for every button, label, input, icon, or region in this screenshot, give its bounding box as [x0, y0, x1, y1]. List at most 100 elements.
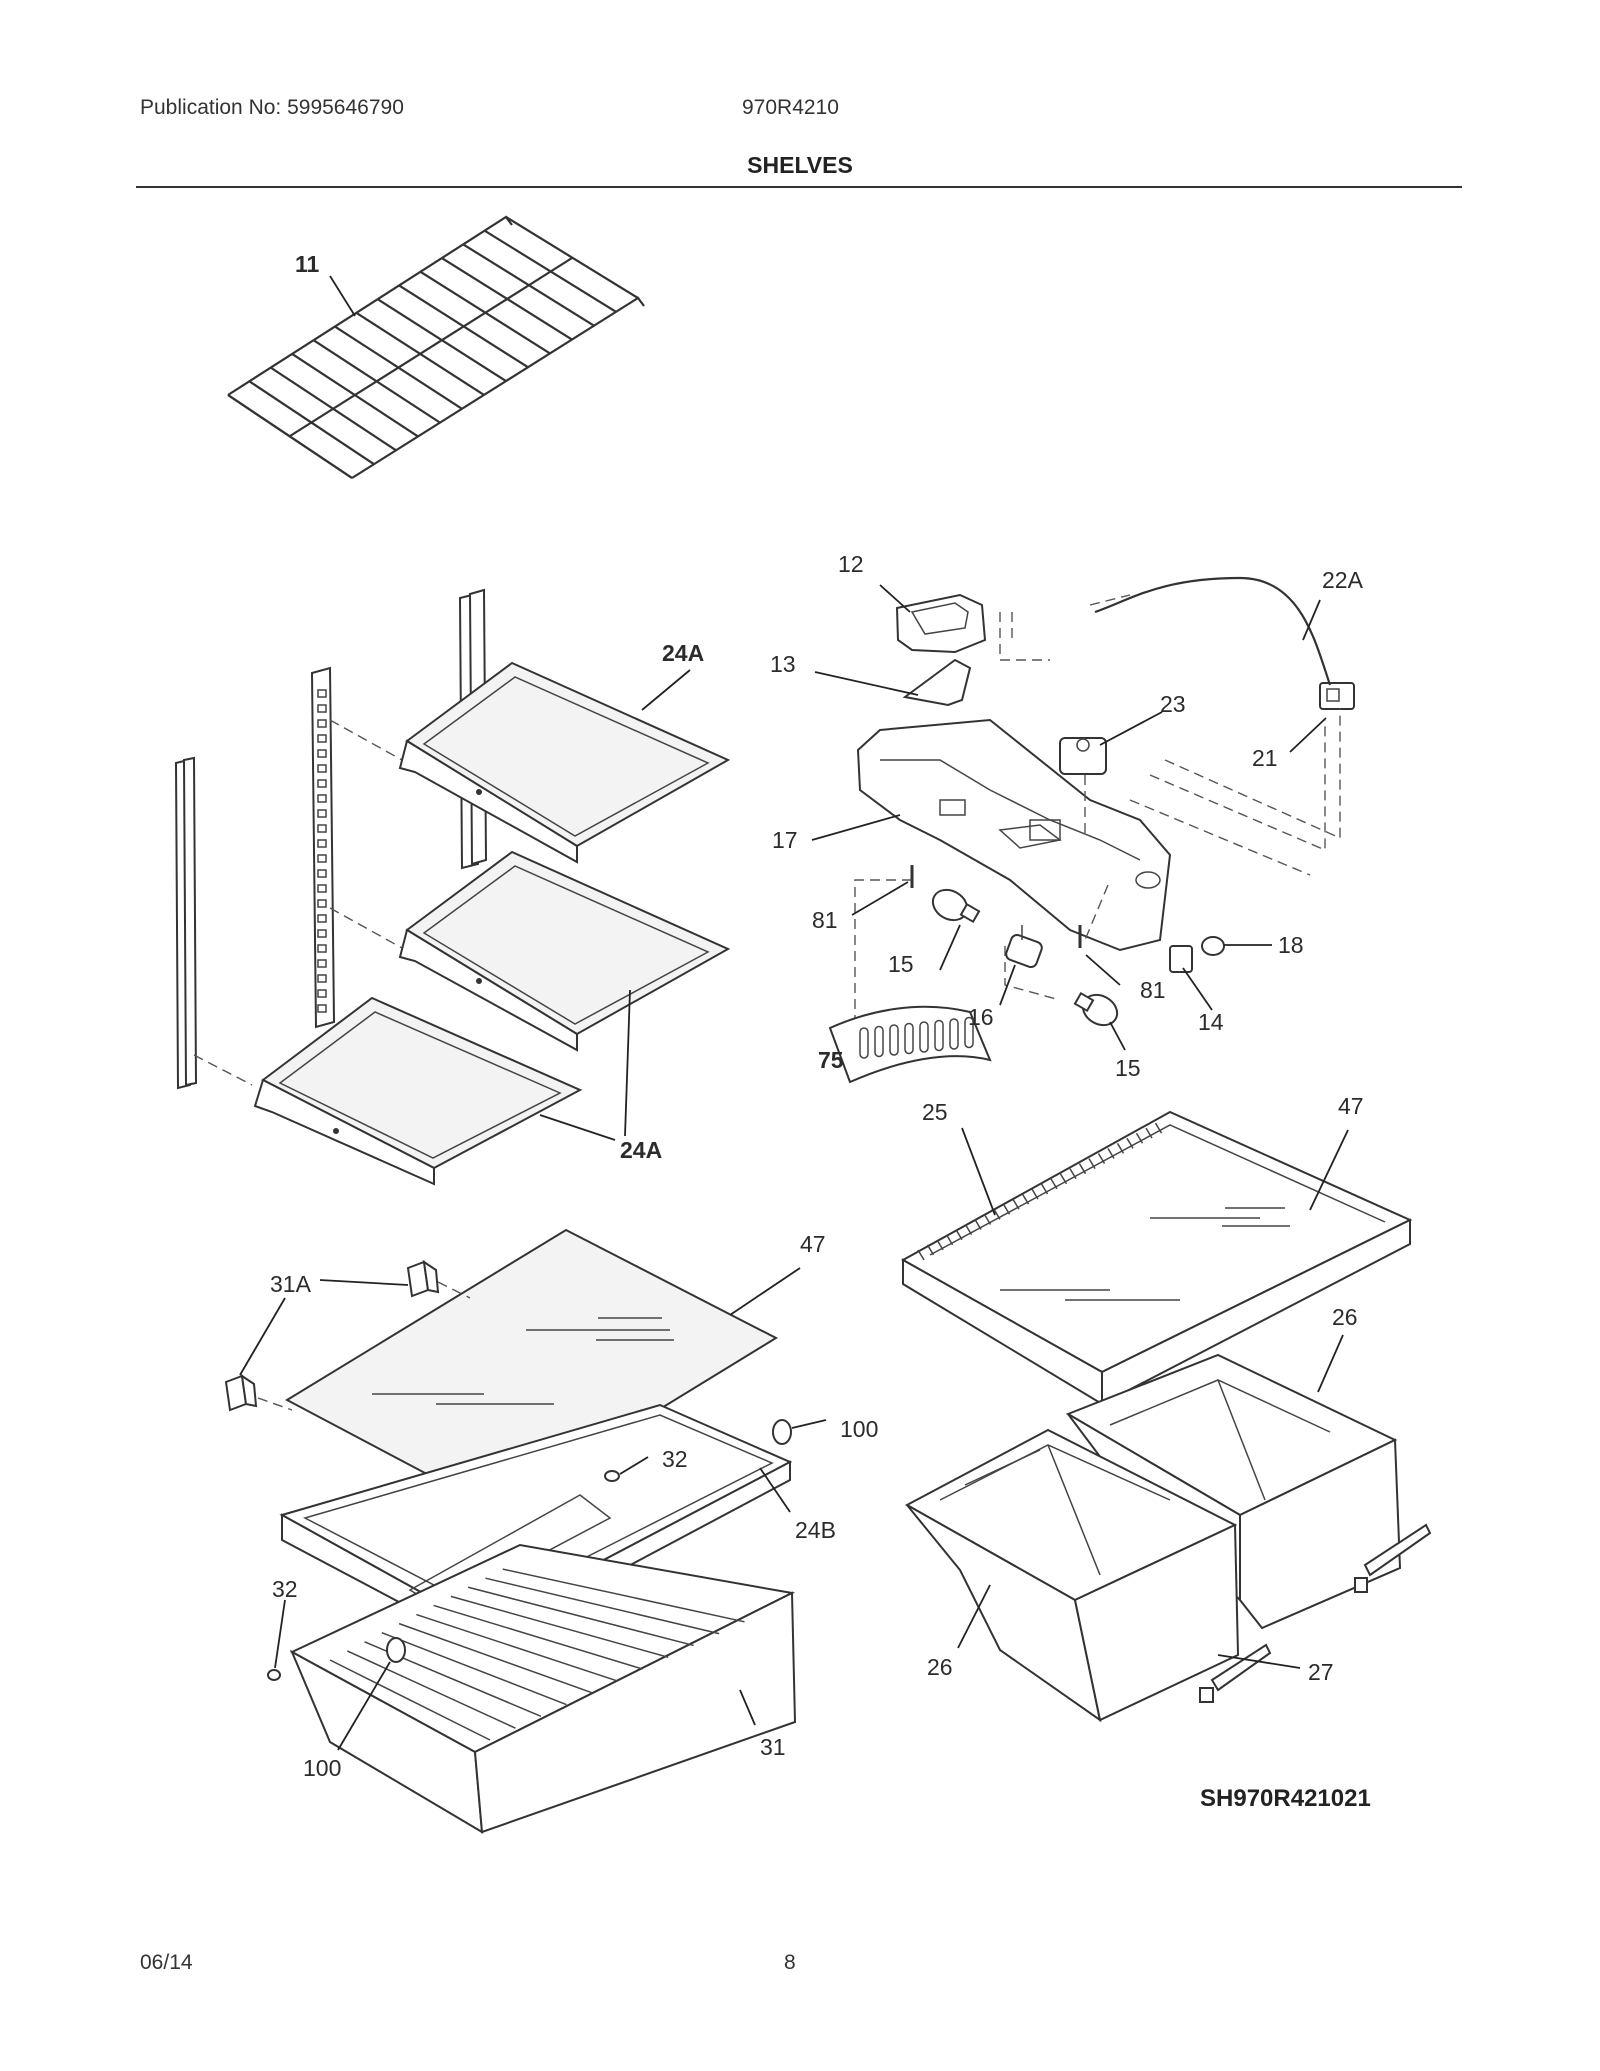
label-100-lower: 100	[303, 1755, 341, 1781]
shelf-rod	[398, 284, 529, 369]
label-26-left: 26	[927, 1654, 953, 1680]
pan-rib	[416, 1613, 618, 1682]
shield-slot	[874, 1025, 884, 1058]
glass-shelf-bottom	[253, 996, 583, 1186]
shield-slot	[889, 1024, 899, 1056]
lamp-socket	[1005, 925, 1043, 968]
drawer-slide-lower	[1199, 1643, 1272, 1703]
page-number: 8	[784, 1951, 796, 1974]
label-14: 14	[1198, 1009, 1224, 1035]
shelf-rod	[355, 311, 485, 396]
pan-rib	[450, 1595, 669, 1658]
cover-vent	[1021, 1193, 1030, 1205]
ladder-slot	[317, 884, 327, 893]
ladder-slot	[317, 749, 327, 758]
label-81-right: 81	[1140, 977, 1166, 1003]
glass-shelf-middle	[398, 850, 731, 1052]
shelf-rod	[291, 353, 419, 438]
cover-vent	[1154, 1122, 1163, 1134]
pan-rib	[467, 1586, 694, 1647]
label-16: 16	[968, 1004, 994, 1030]
cover-vent	[1088, 1158, 1096, 1170]
label-27: 27	[1308, 1659, 1334, 1685]
connector	[1319, 682, 1355, 710]
cover-vent	[926, 1244, 935, 1256]
harness-wire	[1094, 576, 1332, 686]
label-47-left: 47	[800, 1231, 826, 1257]
cover-vent	[955, 1229, 963, 1241]
label-81-left: 81	[812, 907, 838, 933]
cover-vent	[1097, 1153, 1106, 1164]
label-75: 75	[818, 1047, 844, 1073]
label-18: 18	[1278, 932, 1304, 958]
pan-stop-lower	[386, 1637, 406, 1663]
label-22a: 22A	[1322, 567, 1364, 593]
label-12: 12	[838, 551, 864, 577]
cover-vent	[1135, 1132, 1144, 1144]
cover-vent	[1002, 1203, 1011, 1215]
pan-rib	[433, 1604, 643, 1670]
shield-slot	[904, 1022, 914, 1055]
ladder-slot	[317, 944, 327, 953]
crisper-cover	[900, 1110, 1413, 1406]
label-31a: 31A	[270, 1271, 312, 1297]
control-housing	[856, 718, 1172, 952]
cover-vent	[1012, 1198, 1020, 1210]
label-23: 23	[1160, 691, 1186, 717]
ladder-slot	[317, 869, 327, 878]
cover-vent	[1069, 1168, 1077, 1180]
cover-vent	[1116, 1142, 1125, 1154]
shield-slot	[964, 1016, 974, 1049]
cover-vent	[993, 1208, 1001, 1220]
light-shield	[828, 1005, 992, 1084]
crisper-drawer-front	[904, 1428, 1240, 1723]
pan-rib	[346, 1650, 516, 1729]
shelf-ladder-left	[174, 756, 198, 1090]
label-24a-bottom: 24A	[620, 1137, 662, 1163]
ladder-slot	[317, 854, 327, 863]
pan-rib	[502, 1568, 745, 1623]
shelf-rod	[419, 270, 551, 355]
ladder-slot	[317, 974, 327, 983]
shelf-rod	[441, 257, 573, 341]
ladder-slot	[317, 989, 327, 998]
ladder-slot	[317, 899, 327, 908]
deli-pan	[289, 1543, 797, 1834]
bumper-lower	[267, 1669, 281, 1681]
ladder-slot	[317, 824, 327, 833]
light-cover-bracket	[895, 593, 987, 654]
ladder-slot	[317, 794, 327, 803]
glass-shelf-top	[398, 661, 731, 864]
ladder-slot	[317, 779, 327, 788]
pan-rib	[329, 1659, 491, 1741]
label-15-left: 15	[888, 951, 914, 977]
publication-date: 06/14	[140, 1951, 193, 1974]
label-47-right: 47	[1338, 1093, 1364, 1119]
label-32-lower: 32	[272, 1576, 298, 1602]
shield-slot	[949, 1018, 959, 1050]
cover-vent	[1040, 1183, 1049, 1195]
shelf-rod	[312, 339, 441, 424]
label-32-upper: 32	[662, 1446, 688, 1472]
shield-slot	[859, 1027, 869, 1059]
cover-vent	[917, 1249, 925, 1261]
ladder-slot	[317, 929, 327, 938]
shelf-rod	[248, 380, 375, 466]
shelf-rod	[484, 229, 617, 313]
label-17: 17	[772, 827, 798, 853]
cover-vent	[1078, 1163, 1087, 1175]
cover-vent	[945, 1234, 954, 1246]
label-24b: 24B	[795, 1517, 836, 1543]
cover-vent	[1145, 1127, 1153, 1139]
label-13: 13	[770, 651, 796, 677]
label-26-right: 26	[1332, 1304, 1358, 1330]
ladder-slot	[317, 914, 327, 923]
light-bulb-right	[1073, 991, 1119, 1027]
header-rule	[136, 186, 1462, 188]
ladder-slot	[317, 734, 327, 743]
shelf-ladder-middle	[310, 666, 336, 1029]
plug-button	[1201, 936, 1225, 956]
label-25: 25	[922, 1099, 948, 1125]
end-cap-upper	[406, 1259, 440, 1298]
